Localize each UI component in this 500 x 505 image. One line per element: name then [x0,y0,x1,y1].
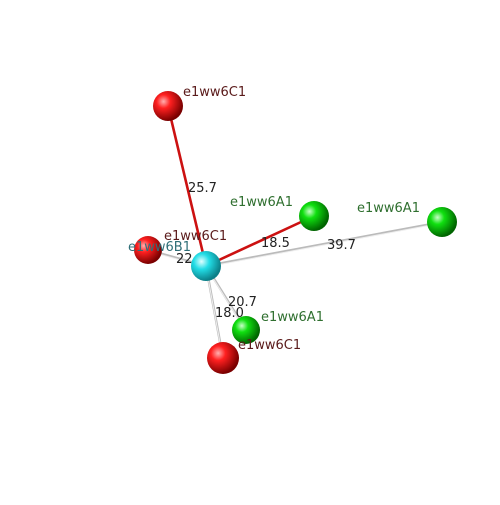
atom-n3 [427,207,457,237]
atom-label-layer: e1ww6C1 e1ww6A1 e1ww6A1 e1ww6C1 e1ww6A1 e1ww6… [128,85,420,353]
atom-n2 [299,201,329,231]
atom-label-n5: e1ww6A1 [261,310,324,325]
atom-n6 [207,342,239,374]
atom-label-center: e1ww6B1 [128,240,191,255]
atom-n1 [153,91,183,121]
bond-n3 [204,220,444,268]
bond-highlight-n3 [205,222,443,268]
bond-n2 [204,214,316,268]
atom-label-n2: e1ww6A1 [230,195,293,210]
atom-n5 [232,316,260,344]
atom-label-n6: e1ww6C1 [238,338,301,353]
atom-center [191,251,221,281]
distance-label-n6: 18.0 [215,306,244,321]
atom-n4 [134,236,162,264]
distance-label-n2: 18.5 [261,236,290,251]
atom-layer [134,91,457,374]
atom-label-n1: e1ww6C1 [183,85,246,100]
distance-label-n1: 25.7 [188,181,217,196]
distance-label-n3: 39.7 [327,238,356,253]
distance-label-n5: 20.7 [228,295,257,310]
atom-label-n4: e1ww6C1 [164,229,227,244]
bond-n1 [166,104,208,268]
atom-label-n3: e1ww6A1 [357,201,420,216]
